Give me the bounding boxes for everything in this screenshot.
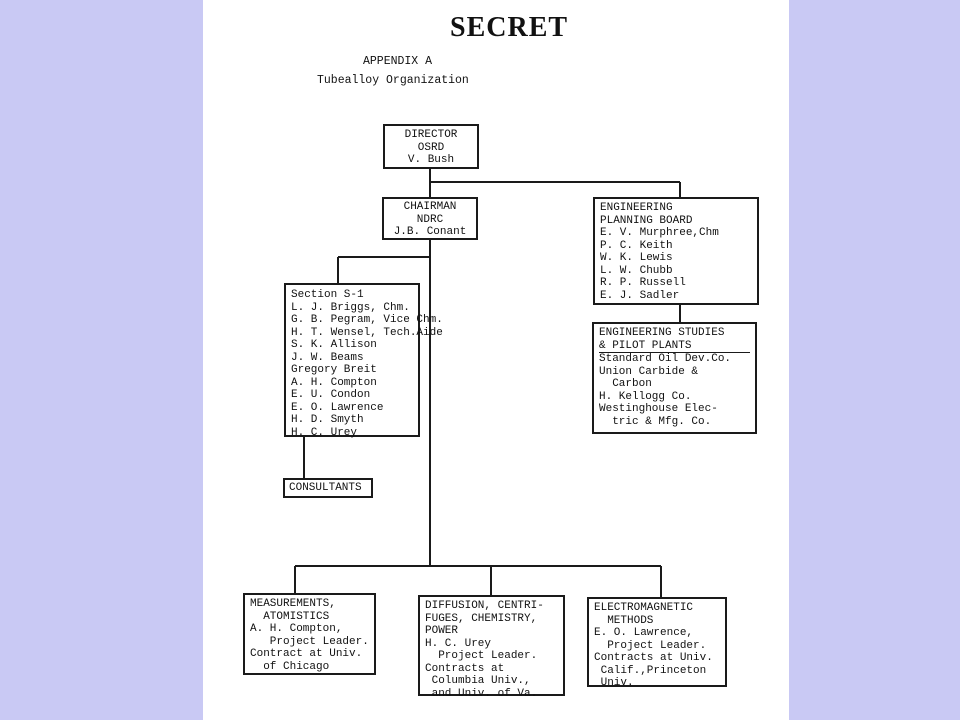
measurements-box: MEASUREMENTS, ATOMISTICS A. H. Compton, … [243,593,376,675]
section-s1-member: E. U. Condon [291,389,371,401]
planning-board-member: W. K. Lewis [600,252,673,264]
consultants-label: CONSULTANTS [289,482,362,494]
section-s1-box: Section S-1 L. J. Briggs, Chm. G. B. Peg… [284,283,443,439]
engineering-studies-box: ENGINEERING STUDIES & PILOT PLANTS Stand… [592,322,757,434]
director-org: OSRD [417,141,445,154]
planning-board-member: E. V. Murphree,Chm [600,227,719,239]
measurements-line: of Chicago [250,660,330,673]
section-s1-member: S. K. Allison [291,339,377,351]
section-s1-member: H. D. Smyth [291,414,364,426]
chairman-box: CHAIRMAN NDRC J.B. Conant [382,197,478,240]
planning-board-line: ENGINEERING [600,202,673,214]
section-s1-member: Gregory Breit [291,364,377,376]
chairman-name: J.B. Conant [393,226,467,238]
electromagnetic-line: Contracts at Univ. [594,652,713,664]
section-s1-member: G. B. Pegram, Vice Chm. [291,314,443,326]
planning-board-member: P. C. Keith [600,239,673,252]
measurements-line: A. H. Compton, [250,623,343,635]
electromagnetic-line: E. O. Lawrence, [594,627,694,639]
section-s1-member: J. W. Beams [291,351,364,364]
diffusion-line: H. C. Urey [425,637,492,650]
planning-board-member: R. P. Russell [600,277,686,289]
planning-board-member: E. J. Sadler [600,289,680,302]
diffusion-line: POWER [425,625,459,637]
studies-contractor: Union Carbide & [599,365,699,378]
diffusion-line: FUGES, CHEMISTRY, [425,612,538,625]
chairman-title: CHAIRMAN [403,201,457,213]
studies-contractor: tric & Mfg. Co. [599,415,712,428]
electromagnetic-line: Project Leader. [594,639,707,652]
planning-board-line: PLANNING BOARD [600,214,693,227]
consultants-box: CONSULTANTS [283,478,373,498]
electromagnetic-line: Calif.,Princeton [594,664,707,677]
electromagnetic-box: ELECTROMAGNETIC METHODS E. O. Lawrence, … [587,597,727,689]
diffusion-box: DIFFUSION, CENTRI- FUGES, CHEMISTRY, POW… [418,595,565,700]
studies-title: ENGINEERING STUDIES [599,327,725,339]
classification-stamp: SECRET [450,12,569,43]
diffusion-line: and Univ. of Va. [425,687,538,700]
section-s1-member: L. J. Briggs, Chm. [291,301,410,314]
planning-board-box: ENGINEERING PLANNING BOARD E. V. Murphre… [593,197,759,305]
diffusion-line: DIFFUSION, CENTRI- [425,600,544,612]
measurements-line: ATOMISTICS [250,610,330,623]
chairman-org: NDRC [416,213,444,226]
studies-title: & PILOT PLANTS [599,340,750,353]
director-name: V. Bush [407,154,455,166]
diffusion-line: Columbia Univ., [425,675,531,687]
studies-contractor: H. Kellogg Co. [599,390,692,403]
studies-contractor: Standard Oil Dev.Co. [599,353,732,365]
section-s1-title: Section S-1 [291,289,364,301]
diffusion-line: Contracts at [425,662,505,675]
measurements-line: Contract at Univ. [250,648,363,660]
planning-board-member: L. W. Chubb [600,264,673,277]
section-s1-member: H. T. Wensel, Tech.Aide [291,326,443,339]
diffusion-line: Project Leader. [425,650,538,662]
chart-title: Tubealloy Organization [317,74,469,87]
director-title: DIRECTOR [404,129,458,141]
appendix-label: APPENDIX A [363,55,433,68]
electromagnetic-line: ELECTROMAGNETIC [594,602,694,614]
measurements-line: Project Leader. [250,635,369,648]
section-s1-member: A. H. Compton [291,376,377,389]
section-s1-member: H. C. Urey [291,426,358,439]
director-box: DIRECTOR OSRD V. Bush [383,124,479,169]
section-s1-member: E. O. Lawrence [291,401,384,414]
electromagnetic-line: METHODS [594,614,654,627]
studies-contractor: Westinghouse Elec- [599,403,718,415]
measurements-line: MEASUREMENTS, [250,598,336,610]
electromagnetic-line: Univ. [594,677,634,689]
studies-contractor: Carbon [599,378,652,390]
